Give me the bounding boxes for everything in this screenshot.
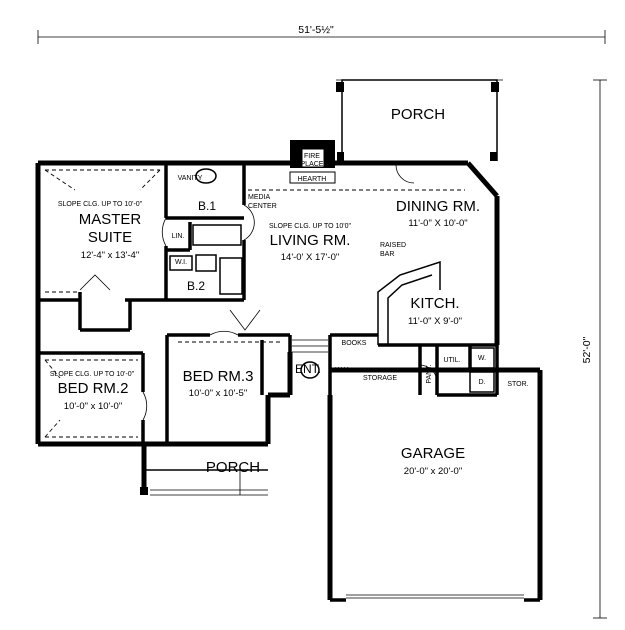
hearth-label: HEARTH: [298, 176, 327, 183]
overall-depth-label: 52'-0": [581, 336, 593, 363]
kitchen-size: 11'-0" X 9'-0": [408, 316, 462, 327]
master-suite-label-2: SUITE: [88, 229, 132, 246]
front-porch-label: PORCH: [206, 459, 260, 476]
dimension-lines: [37, 30, 607, 619]
fireplace: [289, 140, 336, 184]
garage-storage-label: STOR.: [507, 381, 528, 388]
utility-label: UTIL.: [443, 357, 460, 364]
bedroom-3-size: 10'-0" x 10'-5": [189, 388, 247, 399]
linen-closet-label: LIN.: [172, 233, 185, 240]
doors: [79, 164, 438, 421]
overall-width-label: 51'-5½": [298, 24, 334, 36]
washer-label: W.: [478, 355, 486, 362]
bedroom-2-label: BED RM.2: [58, 380, 129, 397]
interior-walls: [38, 163, 540, 444]
ceiling-lines: [44, 169, 465, 438]
fixtures: [140, 168, 495, 496]
fireplace-label-2: PLACE: [301, 161, 324, 168]
entry-label: ENT.: [295, 362, 321, 376]
rear-porch: [336, 79, 503, 161]
dining-room-size: 11'-0" X 10'-0": [408, 218, 467, 229]
bath-1-label: B.1: [198, 199, 216, 213]
master-suite-note: SLOPE CLG. UP TO 10'-0": [58, 201, 143, 208]
kitchen-label: KITCH.: [410, 295, 459, 312]
bath-2-label: B.2: [187, 279, 205, 293]
water-heater-label: W.H.: [335, 367, 350, 374]
living-room-note: SLOPE CLG. UP TO 10'0": [269, 223, 352, 230]
bedroom-2-note: SLOPE CLG. UP TO 10'-0": [50, 371, 135, 378]
media-center-label-1: MEDIA: [248, 194, 271, 201]
books-label: BOOKS: [342, 340, 367, 347]
living-room-size: 14'-0' X 17'-0": [281, 252, 339, 263]
garage-door: [346, 594, 524, 599]
garage-size: 20'-0" x 20'-0": [404, 466, 462, 477]
raised-bar-label-2: BAR: [380, 251, 394, 258]
master-suite-size: 12'-4" x 13'-4": [81, 250, 139, 261]
rear-porch-label: PORCH: [391, 106, 445, 123]
labels: 51'-5½" 52'-0" PORCH FIRE PLACE HEARTH D…: [50, 24, 593, 477]
bedroom-3-label: BED RM.3: [183, 368, 254, 385]
master-suite-label-1: MASTER: [79, 211, 142, 228]
storage-label: STORAGE: [363, 375, 397, 382]
raised-bar-label-1: RAISED: [380, 242, 406, 249]
bedroom-2-size: 10'-0" x 10'-0": [64, 401, 122, 412]
garage-label: GARAGE: [401, 445, 465, 462]
pantry-label: PANT.: [426, 364, 433, 383]
media-center-label-2: CENTER: [248, 203, 277, 210]
living-room-label: LIVING RM.: [270, 232, 351, 249]
vanity-label: VANITY: [178, 175, 203, 182]
dining-room-label: DINING RM.: [396, 198, 480, 215]
dryer-label: D.: [479, 379, 486, 386]
exterior-walls: [35, 160, 543, 602]
walk-in-label: W.I.: [175, 259, 187, 266]
fireplace-label-1: FIRE: [304, 153, 320, 160]
